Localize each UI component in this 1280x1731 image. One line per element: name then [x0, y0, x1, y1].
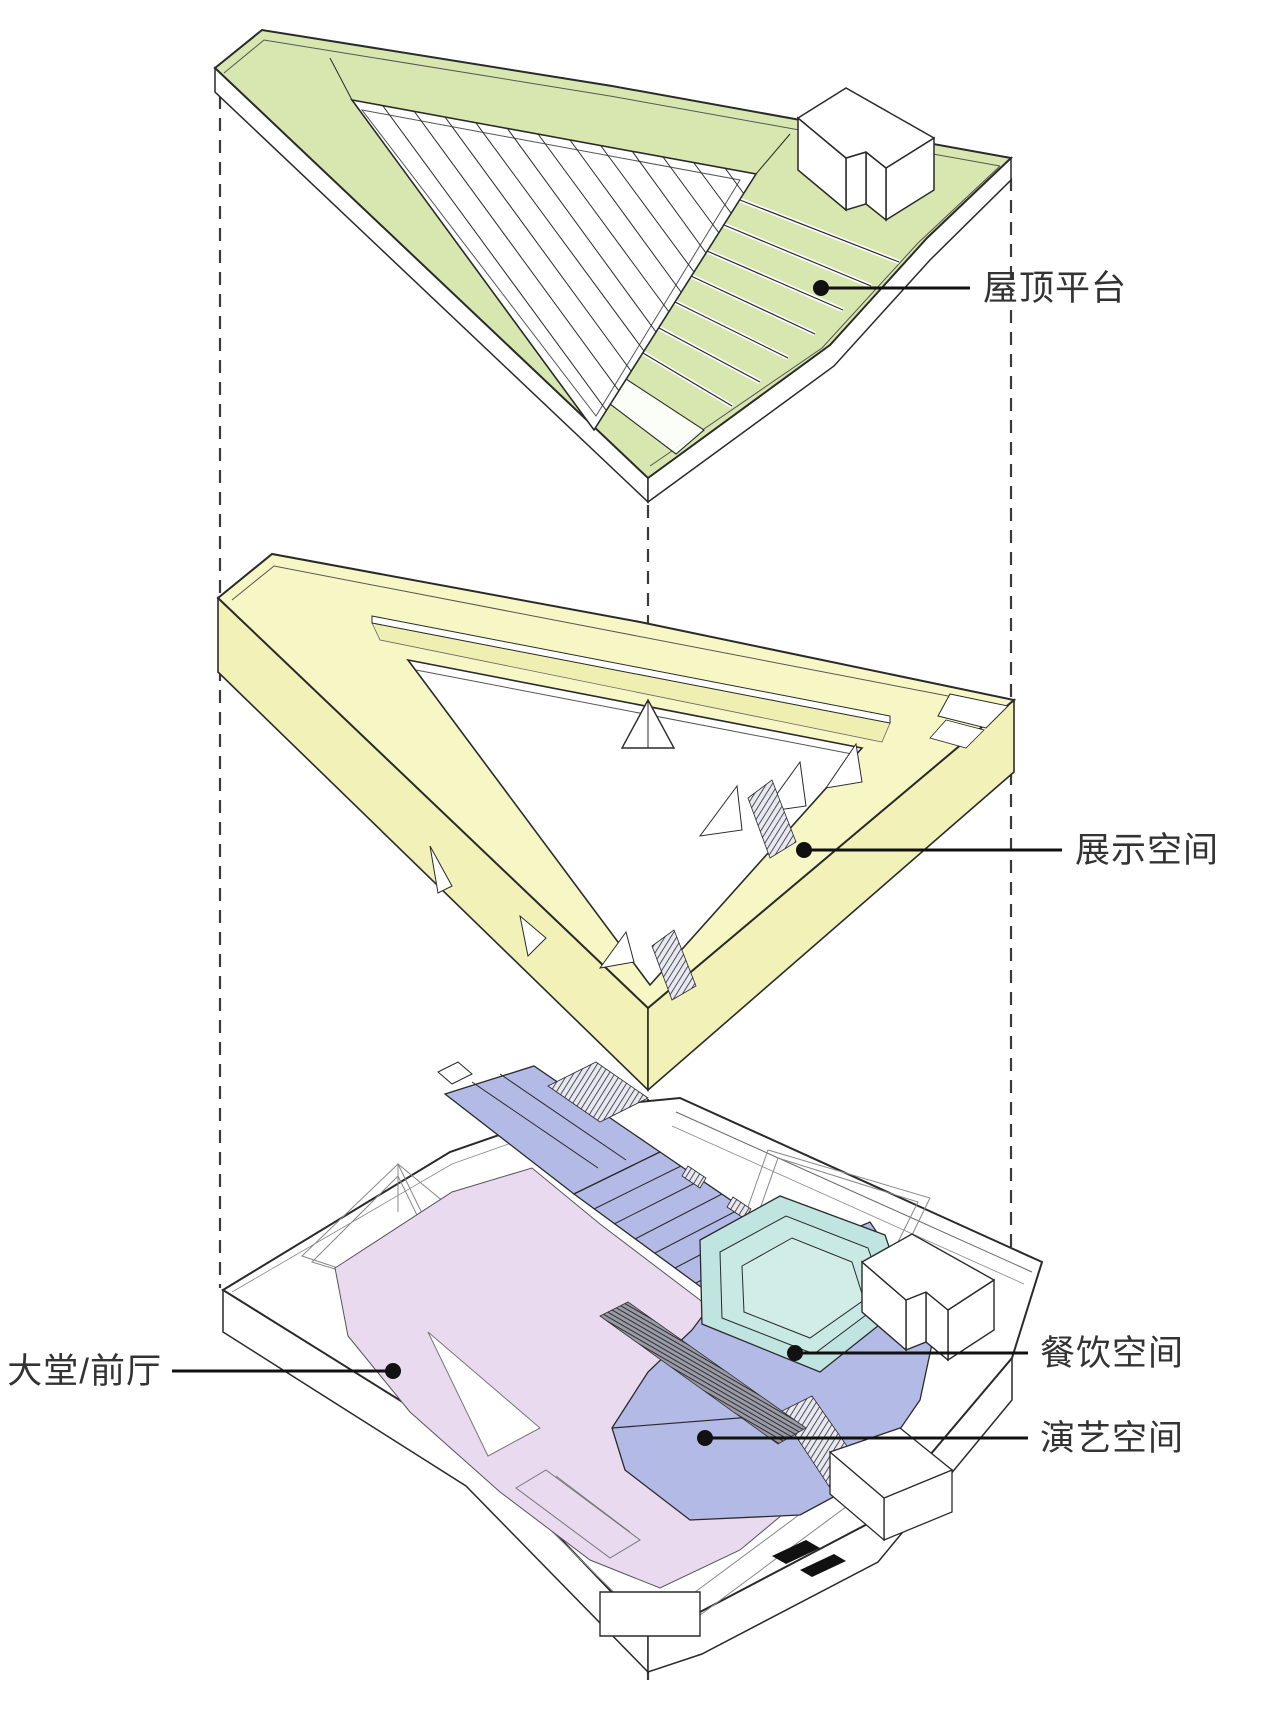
exhibition-parapet-line [231, 565, 1001, 707]
roof-band-division [329, 57, 353, 101]
lobby-black-marks [772, 1540, 846, 1577]
lobby-stair-dark [599, 1301, 807, 1445]
lobby-escalator-line [555, 1475, 631, 1533]
ground-level [221, 1061, 1044, 1674]
exhibition-gallery-wall [371, 615, 891, 743]
roof-parapet-line-right [649, 165, 1001, 467]
label-exhibition: 展示空间 [796, 831, 1219, 870]
ground-volume-lbox [860, 1233, 996, 1362]
label-roof: 屋顶平台 [813, 269, 1127, 308]
exhibition-pyramid-skylight [620, 698, 676, 749]
roof-band-division [755, 133, 791, 175]
label-text-exhibition: 展示空间 [1075, 831, 1219, 870]
label-text-roof: 屋顶平台 [983, 269, 1127, 308]
ground-slab-rim [671, 1125, 1025, 1285]
leader-dot-roof [813, 280, 829, 296]
ground-tip-notch [599, 1591, 701, 1637]
exhibition-atrium-opening [406, 658, 864, 987]
roof-skylight-rim [360, 109, 741, 417]
roof-level [213, 28, 1014, 504]
leader-dot-lobby [385, 1363, 401, 1379]
roof-skylight-strips [382, 105, 745, 411]
label-text-performance: 演艺空间 [1040, 1419, 1184, 1458]
ramp-top-box [437, 1061, 473, 1085]
leader-dot-dining [787, 1345, 803, 1361]
annotations: 屋顶平台 展示空间 大堂/前厅 餐饮空间 演艺空间 [7, 269, 1219, 1458]
exhibition-floor-slit [519, 914, 547, 958]
label-dining: 餐饮空间 [787, 1334, 1184, 1373]
label-text-lobby: 大堂/前厅 [7, 1352, 162, 1391]
ground-slab-rim [675, 1111, 1033, 1273]
ground-volume-box-se [828, 1427, 954, 1542]
roof-terrace-steps [609, 197, 900, 455]
exhibition-stair-hatch [651, 779, 797, 1001]
label-performance: 演艺空间 [697, 1419, 1184, 1458]
lobby-void-wedge [427, 1331, 541, 1457]
exhibition-level [216, 552, 1017, 1092]
roof-volume-box [796, 87, 936, 222]
label-text-dining: 餐饮空间 [1040, 1334, 1184, 1373]
lobby-escalator-outline [515, 1469, 641, 1559]
exhibition-atrium-rim [415, 669, 853, 755]
leader-dot-exhibition [796, 842, 812, 858]
label-lobby: 大堂/前厅 [7, 1352, 401, 1391]
exhibition-floor-slit [429, 845, 453, 894]
leader-dot-performance [697, 1430, 713, 1446]
